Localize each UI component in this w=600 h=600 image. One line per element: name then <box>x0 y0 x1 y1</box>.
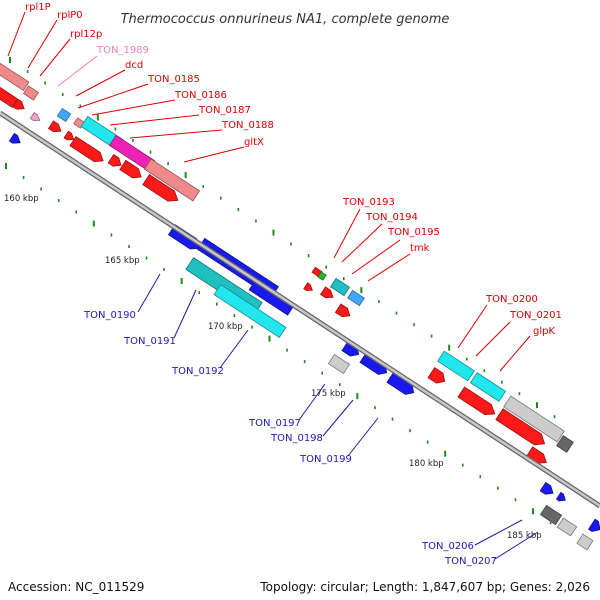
gene-arrow <box>555 491 566 502</box>
gene-arrow <box>12 98 25 110</box>
scale-label: 175 kbp <box>311 389 346 399</box>
gene-label: TON_0192 <box>171 366 224 377</box>
gene-arrow <box>56 107 72 123</box>
gene-arrow <box>47 120 62 133</box>
gene-arrow <box>334 303 351 318</box>
gene-arrow <box>143 158 201 202</box>
accession-text: Accession: NC_011529 <box>8 580 145 594</box>
gene-arrow <box>107 153 122 167</box>
gene-arrow <box>319 286 334 299</box>
gene-arrow <box>539 481 554 495</box>
leader-line <box>347 417 379 457</box>
gene-arrow <box>469 372 507 402</box>
leader-line <box>475 321 511 357</box>
gene-label: rplP0 <box>57 10 83 21</box>
gene-arrow <box>8 132 21 144</box>
leader-line <box>137 273 161 313</box>
gene-arrow <box>539 504 563 526</box>
leader-line <box>499 335 531 372</box>
leader-line <box>57 55 98 87</box>
gene-label: tmk <box>410 243 430 254</box>
gene-label: TON_0193 <box>342 197 395 208</box>
gene-label: gltX <box>244 137 264 148</box>
gene-label: TON_0191 <box>123 336 176 347</box>
gene-arrow <box>0 84 19 108</box>
leader-layer <box>7 11 539 560</box>
leader-line <box>322 399 354 437</box>
scale-label: 170 kbp <box>208 322 243 332</box>
gene-label: TON_0194 <box>365 212 418 223</box>
leader-line <box>367 253 411 282</box>
map-title: Thermococcus onnurineus NA1, complete ge… <box>121 12 450 27</box>
gene-arrow <box>327 353 351 375</box>
leader-line <box>341 223 383 263</box>
topology-text: Topology: circular; Length: 1,847,607 bp… <box>260 580 590 594</box>
gene-arrow <box>317 271 327 281</box>
gene-label: glpK <box>533 326 555 337</box>
leader-line <box>77 83 149 109</box>
gene-label: TON_0206 <box>421 541 474 552</box>
leader-line <box>91 99 176 116</box>
gene-label: TON_0186 <box>174 90 227 101</box>
gene-arrow <box>303 282 313 291</box>
gene-label: TON_0199 <box>299 454 352 465</box>
gene-arrow <box>437 350 475 382</box>
gene-arrow <box>503 395 565 443</box>
gene-label: TON_0185 <box>147 74 200 85</box>
gene-label: rpl1P <box>25 2 51 13</box>
gene-arrow <box>587 518 600 532</box>
leader-line <box>351 239 401 275</box>
leader-line <box>27 19 58 69</box>
gene-arrow <box>576 533 594 551</box>
gene-label: TON_0197 <box>248 418 301 429</box>
leader-line <box>457 304 488 349</box>
feature-layer <box>0 62 600 551</box>
leader-line <box>298 383 326 421</box>
genome-backbone <box>0 110 600 509</box>
scale-label: 180 kbp <box>409 459 444 469</box>
gene-label: TON_0190 <box>83 310 136 321</box>
gene-arrow <box>495 408 546 446</box>
leader-line <box>219 329 249 369</box>
gene-label: TON_0207 <box>444 556 497 567</box>
gene-arrow <box>63 130 75 141</box>
leader-line <box>333 208 361 259</box>
gene-arrow <box>457 386 496 416</box>
leader-line <box>183 146 245 163</box>
gene-arrow <box>142 174 179 202</box>
leader-line <box>129 129 223 139</box>
gene-label: TON_0200 <box>485 294 538 305</box>
leader-line <box>109 114 200 126</box>
gene-label: dcd <box>125 60 143 71</box>
scale-label: 160 kbp <box>4 194 39 204</box>
leader-line <box>75 69 126 97</box>
gene-label: TON_0201 <box>509 310 562 321</box>
gene-arrow <box>29 112 41 122</box>
gene-label: TON_0187 <box>198 105 251 116</box>
scale-label: 165 kbp <box>105 256 140 266</box>
gene-label: rpl12p <box>70 29 102 40</box>
leader-line <box>474 519 523 546</box>
gene-label: TON_0198 <box>270 433 323 444</box>
leader-line <box>39 38 71 77</box>
gene-arrow <box>69 135 104 163</box>
leader-line <box>173 289 197 339</box>
gene-arrow <box>347 289 365 307</box>
gene-arrow <box>427 367 446 384</box>
gene-arrow <box>213 284 287 338</box>
scale-label: 185 kbp <box>507 531 542 541</box>
gene-label: TON_0195 <box>387 227 440 238</box>
gene-arrow <box>330 277 350 297</box>
leader-line <box>7 11 26 57</box>
gene-label: TON_0188 <box>221 120 274 131</box>
leader-line <box>494 531 539 560</box>
gene-arrow <box>556 517 578 537</box>
gene-arrow <box>0 62 30 92</box>
gene-arrow <box>119 159 142 179</box>
gene-label: TON_1989 <box>96 45 149 56</box>
gene-arrow <box>22 85 40 101</box>
gene-arrow <box>556 435 574 453</box>
